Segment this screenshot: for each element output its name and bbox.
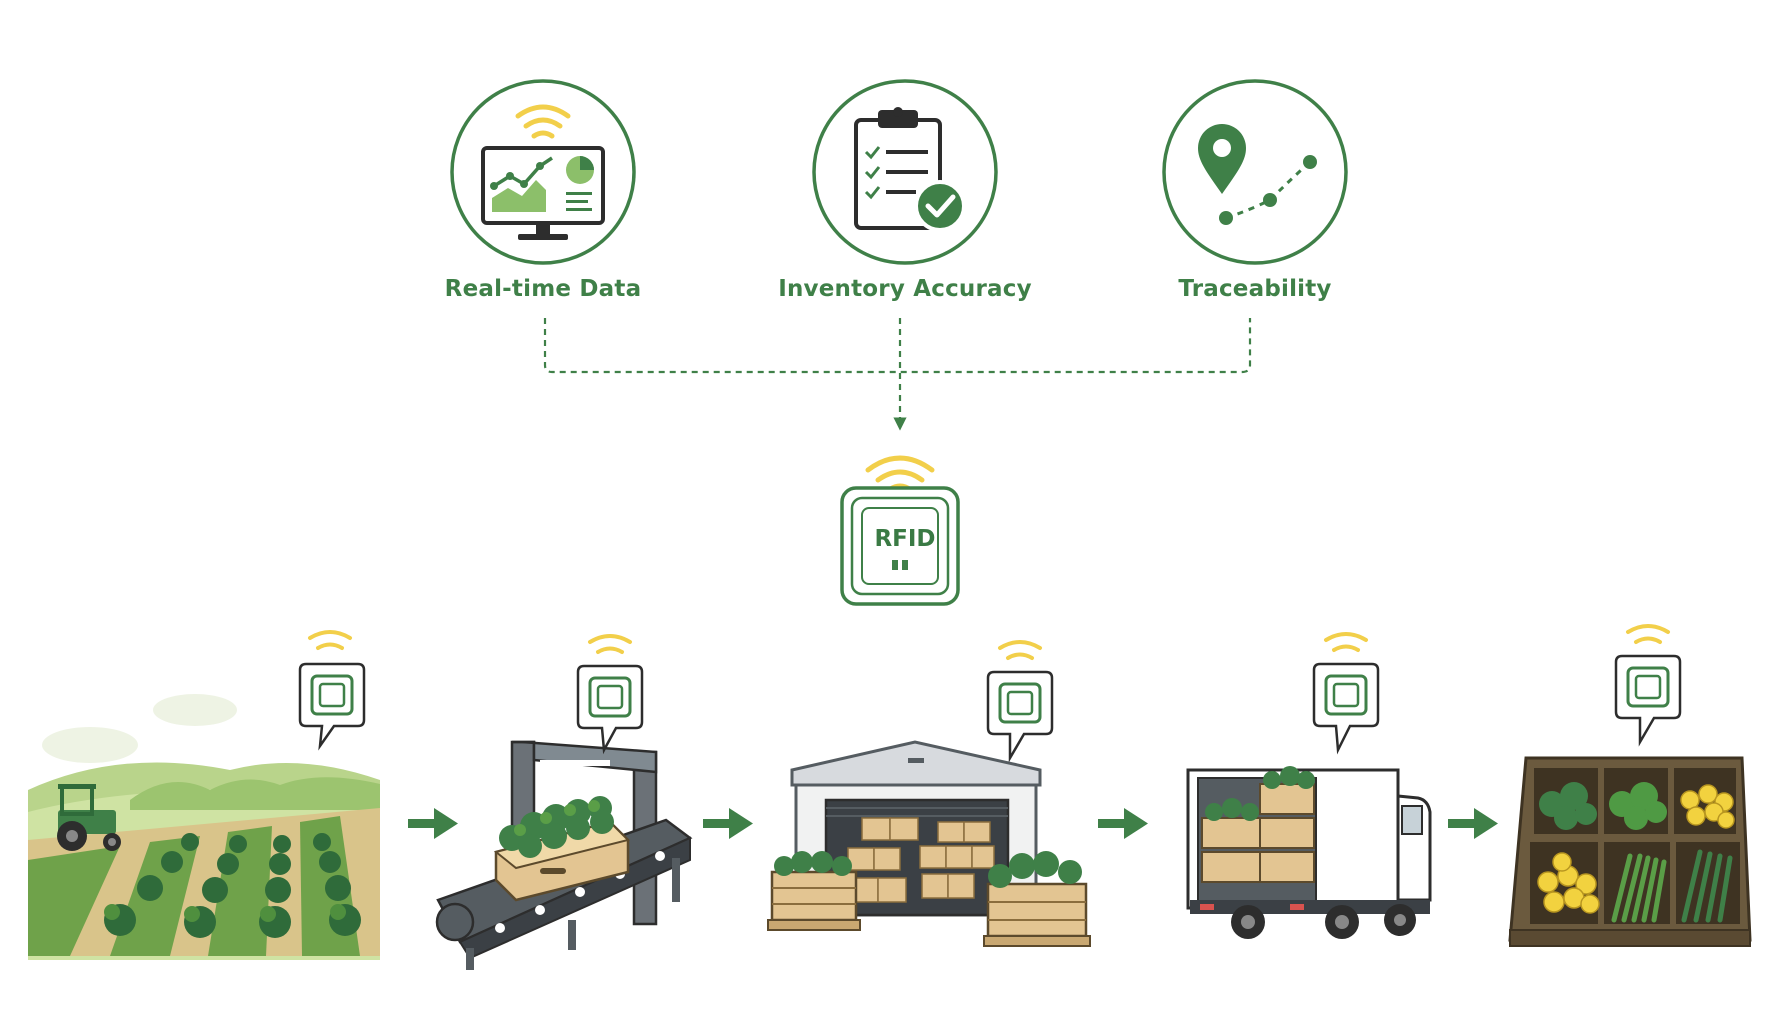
conveyor-scanner-icon — [435, 634, 693, 970]
stage-rfid-tag — [986, 640, 1054, 763]
rfid-tag-icon — [840, 455, 960, 606]
farm-field-icon — [28, 630, 380, 960]
stage-rfid-tag — [1312, 632, 1380, 755]
flow-arrow — [1098, 808, 1148, 839]
retail-produce-stand-icon — [1508, 624, 1752, 947]
location-route-icon — [1198, 124, 1317, 225]
benefit-label-traceability: Traceability — [1178, 276, 1332, 302]
tractor-icon — [57, 784, 121, 851]
stage-rfid-tag — [576, 634, 644, 755]
rfid-tag-label: RFID — [874, 526, 936, 552]
delivery-truck-icon — [1186, 632, 1432, 939]
benefit-label-inventory-accuracy: Inventory Accuracy — [778, 276, 1032, 302]
flow-arrow — [408, 808, 458, 839]
stage-rfid-tag — [1614, 624, 1682, 747]
clipboard-check-icon — [854, 107, 966, 232]
benefit-traceability — [1162, 79, 1348, 265]
warehouse-icon — [767, 640, 1091, 947]
benefit-inventory-accuracy — [812, 79, 998, 265]
flow-arrow — [703, 808, 753, 839]
benefit-connectors — [543, 318, 1252, 431]
benefit-label-realtime-data: Real-time Data — [444, 276, 642, 302]
monitor-chart-icon — [481, 104, 605, 240]
stage-rfid-tag — [298, 630, 366, 751]
benefit-realtime-data — [450, 79, 636, 265]
flow-arrow — [1448, 808, 1498, 839]
